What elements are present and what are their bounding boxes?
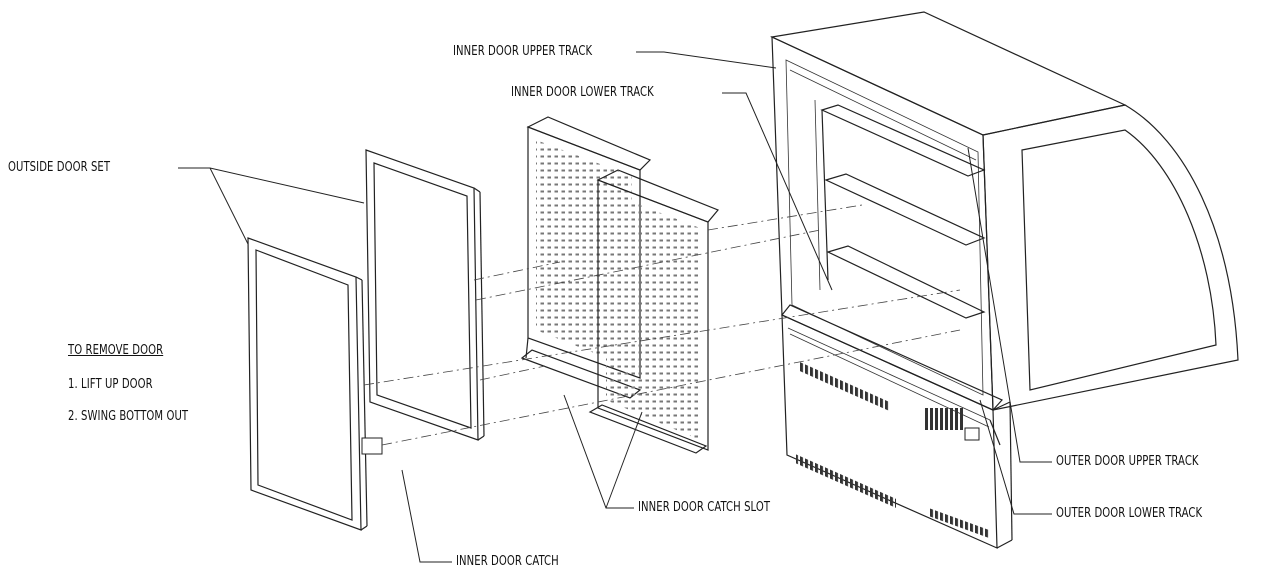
label-inner-door-catch: INNER DOOR CATCH — [456, 554, 559, 569]
label-outside-door-set: OUTSIDE DOOR SET — [8, 160, 111, 175]
instructions-title: TO REMOVE DOOR — [68, 343, 164, 358]
label-outer-door-lower-track: OUTER DOOR LOWER TRACK — [1056, 506, 1203, 521]
label-inner-door-lower-track: INNER DOOR LOWER TRACK — [511, 85, 654, 100]
display-case — [769, 11, 1239, 549]
outside-door-rear — [365, 149, 485, 441]
leader-lines — [178, 51, 1052, 563]
instructions-step-1: 1. LIFT UP DOOR — [68, 377, 153, 392]
outside-door-front — [247, 237, 383, 531]
label-inner-door-catch-slot: INNER DOOR CATCH SLOT — [638, 500, 771, 515]
inner-door-front — [588, 169, 719, 454]
label-outer-door-upper-track: OUTER DOOR UPPER TRACK — [1056, 454, 1199, 469]
assembly-centerlines — [363, 204, 961, 446]
instructions-step-2: 2. SWING BOTTOM OUT — [68, 409, 189, 424]
label-inner-door-upper-track: INNER DOOR UPPER TRACK — [453, 44, 593, 59]
